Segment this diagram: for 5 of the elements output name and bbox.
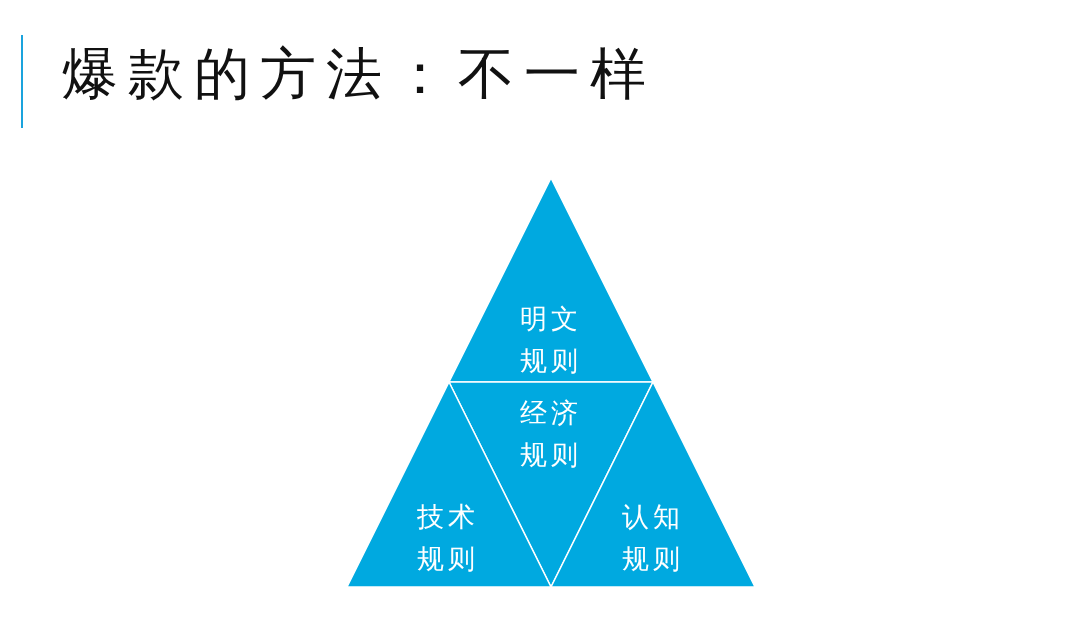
triangle-label: 技术规则 bbox=[415, 500, 480, 576]
triangle-label: 经济规则 bbox=[518, 396, 583, 472]
title: 爆款的方法：不一样 bbox=[62, 44, 656, 106]
triangle-label: 认知规则 bbox=[620, 500, 685, 576]
triangle-label: 明文规则 bbox=[518, 302, 583, 378]
